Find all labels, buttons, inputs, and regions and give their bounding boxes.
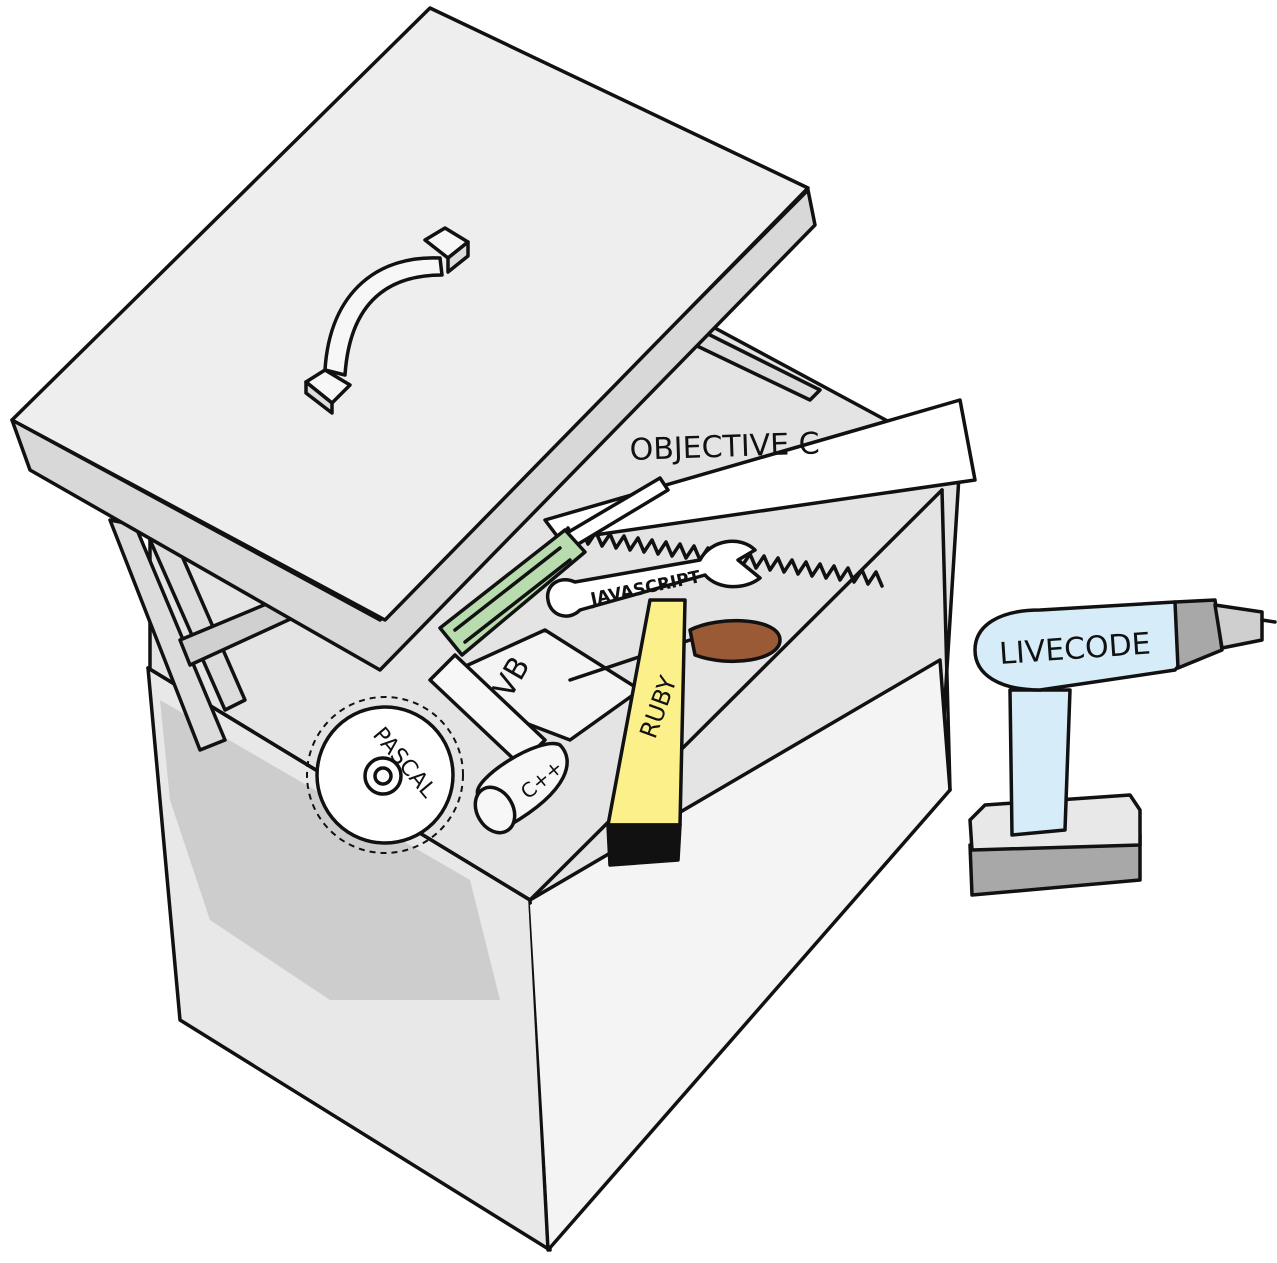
drill-livecode: LIVECODE xyxy=(968,598,1277,897)
toolbox-lid xyxy=(10,6,817,672)
saw-objective-c: OBJECTIVE C xyxy=(543,398,977,588)
sawblade-pascal: PASCAL xyxy=(306,696,464,854)
screwdriver xyxy=(438,476,670,657)
lid-handle xyxy=(304,226,470,415)
tools: OBJECTIVE C JAVASCRIPT VB RUBY xyxy=(306,398,977,867)
wrench-javascript: JAVASCRIPT xyxy=(545,539,762,618)
saw-label: OBJECTIVE C xyxy=(629,426,820,468)
ruler-ruby: RUBY xyxy=(606,598,687,867)
